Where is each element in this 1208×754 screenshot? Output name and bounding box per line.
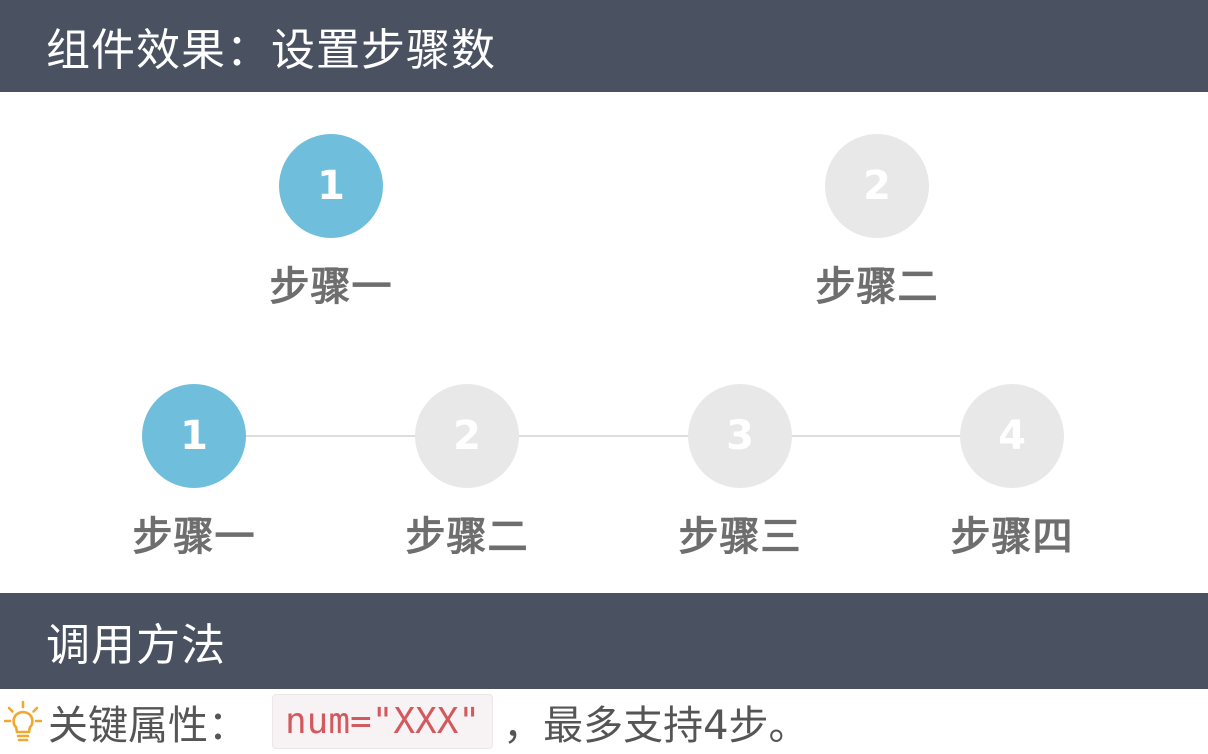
step-label-1: 步骤一	[269, 264, 393, 310]
page-title-bar: 组件效果：设置步骤数	[0, 0, 1208, 92]
page-title: 组件效果：设置步骤数	[46, 25, 496, 76]
info-prefix: 关键属性：	[48, 702, 248, 749]
step-label-2: 步骤二	[405, 514, 529, 560]
step-circle-2: 2	[825, 134, 929, 238]
lightbulb-icon	[4, 700, 42, 741]
step-item-2: 2 步骤二	[367, 384, 567, 562]
step-circle-1: 1	[142, 384, 246, 488]
step-item-1: 1 步骤一	[94, 384, 294, 562]
key-attribute-info: 关键属性： num="XXX" ，最多支持4步。	[0, 689, 1208, 754]
step-circle-1: 1	[279, 134, 383, 238]
step-label-2: 步骤二	[815, 264, 939, 310]
step-item-1: 1 步骤一	[231, 134, 431, 312]
usage-title: 调用方法	[46, 620, 226, 671]
code-snippet: num="XXX"	[272, 694, 494, 749]
step-label-4: 步骤四	[950, 514, 1074, 560]
step-circle-2: 2	[415, 384, 519, 488]
step-item-4: 4 步骤四	[912, 384, 1112, 562]
steps-two-example: 1 步骤一 2 步骤二	[0, 92, 1208, 352]
steps-four-example: 1 步骤一 2 步骤二 3 步骤三 4 步骤四	[0, 352, 1208, 593]
step-label-3: 步骤三	[678, 514, 802, 560]
info-suffix: ，最多支持4步。	[503, 702, 809, 749]
step-circle-4: 4	[960, 384, 1064, 488]
step-label-1: 步骤一	[132, 514, 256, 560]
step-connector-line	[194, 435, 1012, 437]
step-item-2: 2 步骤二	[777, 134, 977, 312]
step-circle-3: 3	[688, 384, 792, 488]
step-item-3: 3 步骤三	[640, 384, 840, 562]
usage-title-bar: 调用方法	[0, 593, 1208, 689]
